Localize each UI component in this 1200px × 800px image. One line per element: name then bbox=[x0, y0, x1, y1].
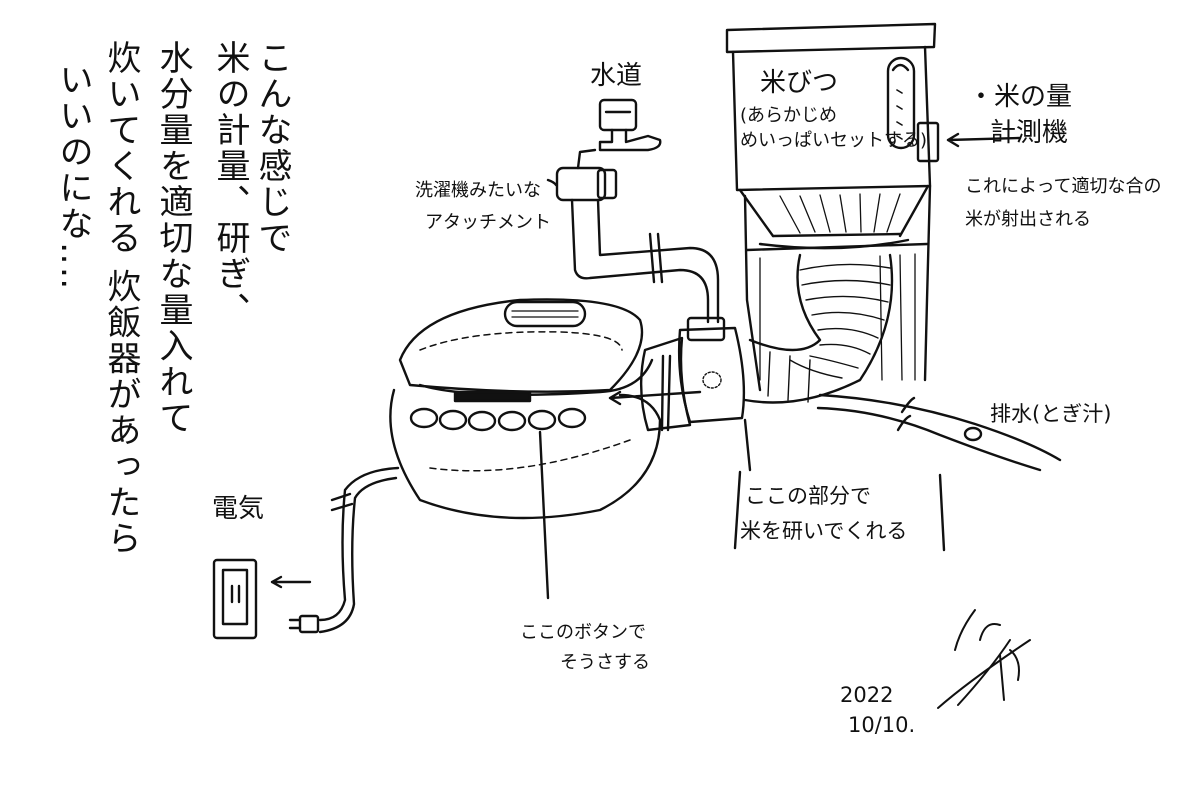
control-buttons bbox=[409, 407, 587, 432]
drain-hose bbox=[816, 393, 1062, 472]
washing-callout-box bbox=[733, 470, 946, 552]
intro-line-2: 米の計量、研ぎ、 bbox=[210, 40, 250, 328]
washing-note-line-1: ここの部分で bbox=[745, 484, 871, 508]
bellows-hose bbox=[743, 253, 894, 404]
meter-label-line-1: ・米の量 bbox=[968, 82, 1073, 112]
drain-label: 排水(とぎ汁) bbox=[990, 402, 1112, 426]
dispense-note-line-2: 米が射出される bbox=[965, 209, 1091, 230]
rice-bin-note-line-1: (あらかじめ bbox=[740, 105, 838, 126]
power-outlet bbox=[212, 558, 258, 640]
attachment-connector bbox=[555, 166, 726, 342]
washing-note-line-2: 米を研いでくれる bbox=[740, 519, 908, 543]
rice-bin-note-line-2: めいっぱいセットする) bbox=[740, 130, 928, 151]
meter-label-line-2: 計測機 bbox=[990, 118, 1069, 148]
buttons-note-line-2: そうさする bbox=[560, 652, 650, 673]
rice-meter bbox=[916, 121, 940, 163]
buttons-note-line-1: ここのボタンで bbox=[520, 622, 646, 643]
water-supply-label: 水道 bbox=[590, 61, 643, 91]
buttons-callout-line bbox=[538, 430, 550, 600]
date-day: 10/10. bbox=[848, 713, 916, 737]
water-tap bbox=[576, 98, 662, 170]
flow-arrow bbox=[608, 390, 702, 406]
attachment-label-line-1: 洗濯機みたいな bbox=[415, 180, 541, 201]
attachment-label-line-2: アタッチメント bbox=[425, 212, 551, 233]
rice-cooker bbox=[389, 298, 662, 520]
rice-bin-label: 米びつ bbox=[760, 68, 839, 98]
power-cord bbox=[288, 466, 400, 634]
intro-line-4: 炊いてくれる 炊飯器があったら bbox=[101, 40, 141, 557]
intro-line-1: こんな感じで bbox=[252, 40, 292, 256]
rice-bin bbox=[725, 22, 937, 192]
date-year: 2022 bbox=[840, 683, 894, 707]
power-arrow bbox=[270, 575, 312, 589]
signature bbox=[937, 609, 1031, 709]
intro-line-3: 水分量を適切な量入れて bbox=[153, 40, 193, 436]
intro-line-5: いいのにな‥‥ bbox=[53, 62, 93, 292]
dispense-note-line-1: これによって適切な合の bbox=[965, 176, 1162, 197]
power-label: 電気 bbox=[212, 494, 265, 524]
funnel bbox=[738, 184, 932, 392]
washing-callout-line bbox=[743, 418, 752, 472]
attachment-leader bbox=[546, 178, 558, 187]
